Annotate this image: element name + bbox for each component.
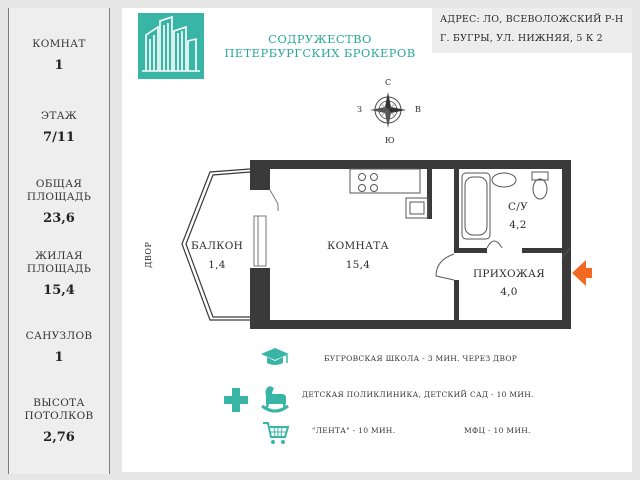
stat-height-label-1: ВЫСОТА [33, 397, 85, 409]
company-logo [138, 13, 204, 79]
shopping-cart-icon [263, 422, 290, 444]
stat-total-label-2: ПЛОЩАДЬ [26, 191, 92, 203]
room-name: КОМНАТА [327, 240, 389, 252]
balcony-area: 1,4 [208, 259, 226, 271]
company-name-line2: ПЕТЕРБУРГСКИХ БРОКЕРОВ [224, 46, 416, 60]
compass-south: Ю [385, 136, 395, 145]
sidebar-panel: КОМНАТ 1 ЭТАЖ 7/11 ОБЩАЯ ПЛОЩАДЬ 23,6 ЖИ… [9, 8, 109, 474]
stat-living-area: ЖИЛАЯ ПЛОЩАДЬ 15,4 [9, 250, 109, 298]
compass-icon [370, 92, 406, 128]
stat-living-label-2: ПЛОЩАДЬ [26, 263, 92, 275]
compass-north: С [385, 78, 392, 87]
entrance-arrow-icon [572, 260, 592, 286]
company-name: СОДРУЖЕСТВО ПЕТЕРБУРГСКИХ БРОКЕРОВ [218, 32, 422, 60]
stat-bathrooms-value: 1 [54, 350, 64, 365]
poi-clinic: ДЕТСКАЯ ПОЛИКЛИНИКА, ДЕТСКИЙ САД - 10 МИ… [302, 390, 534, 399]
stat-total-label-1: ОБЩАЯ [35, 178, 83, 190]
stat-bathrooms-label: САНУЗЛОВ [25, 330, 93, 342]
stat-floor-value: 7/11 [43, 130, 75, 145]
balcony-label: БАЛКОН 1,4 [188, 240, 246, 271]
compass-rose: С Ю З В [350, 78, 430, 158]
address-line1: АДРЕС: ЛО, ВСЕВОЛОЖСКИЙ Р-Н [440, 14, 624, 25]
stat-total-area: ОБЩАЯ ПЛОЩАДЬ 23,6 [9, 178, 109, 226]
stat-floor: ЭТАЖ 7/11 [9, 110, 109, 145]
bathroom-area: 4,2 [509, 219, 527, 231]
hallway-area: 4,0 [500, 286, 518, 298]
stat-height-value: 2,76 [43, 430, 75, 445]
hallway-name: ПРИХОЖАЯ [472, 268, 546, 280]
stat-living-value: 15,4 [43, 283, 75, 298]
stat-rooms: КОМНАТ 1 [9, 38, 109, 73]
medical-cross-icon [224, 388, 248, 412]
stat-rooms-label: КОМНАТ [32, 38, 86, 50]
address-box: АДРЕС: ЛО, ВСЕВОЛОЖСКИЙ Р-Н Г. БУГРЫ, УЛ… [432, 8, 632, 53]
compass-west: З [357, 105, 362, 114]
stat-rooms-value: 1 [54, 58, 64, 73]
company-name-line1: СОДРУЖЕСТВО [268, 32, 372, 46]
stat-ceiling-height: ВЫСОТА ПОТОЛКОВ 2,76 [9, 397, 109, 445]
balcony-name: БАЛКОН [190, 240, 244, 252]
main-card: СОДРУЖЕСТВО ПЕТЕРБУРГСКИХ БРОКЕРОВ АДРЕС… [122, 8, 632, 472]
room-label: КОМНАТА 15,4 [318, 240, 398, 271]
compass-east: В [415, 105, 421, 114]
rocking-horse-icon [261, 386, 289, 413]
yard-side-label: ДВОР [144, 241, 153, 268]
graduation-cap-icon [261, 348, 289, 365]
stat-floor-label: ЭТАЖ [41, 110, 77, 122]
stat-height-label-2: ПОТОЛКОВ [24, 410, 94, 422]
stat-total-value: 23,6 [43, 211, 75, 226]
sidebar: КОМНАТ 1 ЭТАЖ 7/11 ОБЩАЯ ПЛОЩАДЬ 23,6 ЖИ… [8, 8, 110, 474]
poi-shop: "ЛЕНТА" - 10 МИН. [312, 426, 396, 435]
poi-school: БУГРОВСКАЯ ШКОЛА - 3 МИН. ЧЕРЕЗ ДВОР [324, 354, 518, 363]
buildings-logo-icon [142, 15, 200, 72]
room-area: 15,4 [345, 259, 371, 271]
address-line2: Г. БУГРЫ, УЛ. НИЖНЯЯ, 5 К 2 [440, 33, 603, 44]
bathroom-label: С/У 4,2 [498, 201, 538, 231]
stat-living-label-1: ЖИЛАЯ [35, 250, 83, 262]
floor-plan [181, 160, 571, 329]
hallway-label: ПРИХОЖАЯ 4,0 [464, 268, 554, 298]
bathroom-name: С/У [507, 201, 529, 213]
stat-bathrooms: САНУЗЛОВ 1 [9, 330, 109, 365]
poi-mfc: МФЦ - 10 МИН. [464, 426, 531, 435]
